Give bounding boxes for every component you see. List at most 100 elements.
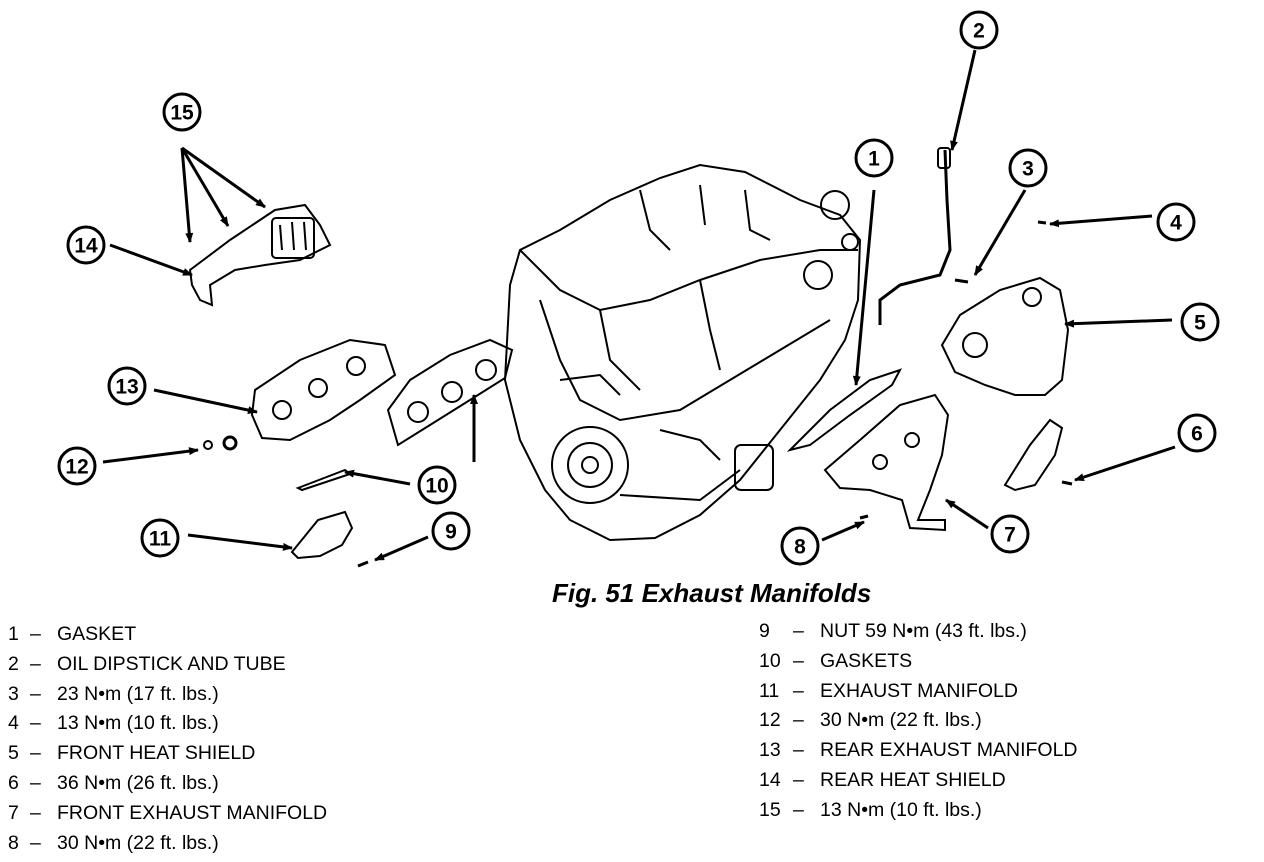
- legend-item-number: 10: [759, 649, 781, 672]
- arrow-1: [852, 189, 876, 386]
- callout-5-label: 5: [1194, 312, 1206, 335]
- rear-heat-shield-drawing: [188, 203, 332, 307]
- callout-2-circle: [959, 10, 999, 50]
- callout-11-label: 11: [149, 528, 172, 551]
- callout-14-label: 14: [74, 235, 98, 258]
- nut-9-drawing: [357, 560, 369, 568]
- callout-1-label: 1: [868, 148, 880, 171]
- legend-item-text: GASKETS: [820, 649, 913, 672]
- callout-3-circle: [1008, 148, 1048, 188]
- front-gasket-drawing: [786, 368, 903, 452]
- legend-item-number: 8: [8, 831, 19, 854]
- exhaust-manifold-drawing: [290, 510, 354, 560]
- bolt-4-drawing: [1037, 220, 1047, 225]
- arrow-10b: [344, 469, 411, 486]
- dipstick-tube-drawing: [878, 149, 952, 325]
- arrow-12: [102, 447, 199, 464]
- rear-exhaust-manifold-drawing: [250, 338, 397, 442]
- callout-circles: [57, 10, 1220, 566]
- legend-item-number: 11: [759, 679, 780, 702]
- arrow-8: [821, 520, 865, 542]
- callout-12-circle: [57, 446, 97, 486]
- callout-7-circle: [990, 514, 1030, 554]
- legend-item-text: REAR EXHAUST MANIFOLD: [820, 739, 1078, 762]
- callout-14-circle: [66, 225, 106, 265]
- arrow-7: [945, 498, 989, 530]
- callout-8-circle: [780, 526, 820, 566]
- legend-item-number: 5: [8, 742, 19, 765]
- legend-item-text: GASKET: [57, 623, 137, 645]
- legend-separator: –: [793, 649, 804, 672]
- legend-item-text: 36 N•m (26 ft. lbs.): [57, 771, 219, 794]
- dipstick-handle-drawing: [937, 147, 951, 169]
- legend-separator: –: [30, 801, 41, 824]
- legend-item-number: 12: [759, 709, 781, 732]
- legend-item-text: 30 N•m (22 ft. lbs.): [820, 709, 982, 732]
- callout-13-circle: [107, 366, 147, 406]
- callout-5-circle: [1180, 302, 1220, 342]
- legend-item-text: EXHAUST MANIFOLD: [820, 679, 1018, 702]
- legend-separator: –: [793, 679, 804, 702]
- legend-item-number: 15: [759, 798, 781, 821]
- arrow-13: [153, 388, 258, 415]
- callout-10-label: 10: [425, 475, 448, 498]
- front-exhaust-manifold-drawing: [823, 393, 950, 532]
- rear-gasket-drawing: [386, 338, 514, 447]
- callout-7-label: 7: [1004, 524, 1016, 547]
- legend-separator: –: [30, 831, 41, 854]
- arrow-2: [950, 49, 977, 151]
- legend-item-11: 11–EXHAUST MANIFOLD: [759, 677, 1078, 707]
- arrow-15c: [181, 146, 266, 209]
- legend-separator: –: [30, 771, 41, 794]
- callout-4-label: 4: [1170, 212, 1182, 235]
- legend-right: 9–NUT 59 N•m (43 ft. lbs.) 10–GASKETS 11…: [759, 617, 1078, 826]
- legend-item-8: 8–30 N•m (22 ft. lbs.): [8, 829, 327, 859]
- legend-separator: –: [793, 768, 804, 791]
- legend-item-text: OIL DIPSTICK AND TUBE: [57, 652, 286, 675]
- callout-6-circle: [1177, 413, 1217, 453]
- legend-item-text: 13 N•m (10 ft. lbs.): [57, 712, 219, 735]
- legend-item-15: 15–13 N•m (10 ft. lbs.): [759, 796, 1078, 826]
- bolt-8-drawing: [859, 514, 869, 520]
- legend-separator: –: [793, 709, 804, 732]
- legend-item-4: 4–13 N•m (10 ft. lbs.): [8, 709, 327, 739]
- arrow-14: [109, 243, 193, 277]
- legend-item-text: NUT 59 N•m (43 ft. lbs.): [820, 620, 1027, 642]
- arrow-6: [1074, 445, 1176, 482]
- legend-separator: –: [30, 742, 41, 765]
- legend-item-13: 13–REAR EXHAUST MANIFOLD: [759, 736, 1078, 766]
- callout-3-label: 3: [1022, 158, 1034, 181]
- legend-separator: –: [793, 620, 804, 642]
- legend-item-number: 9: [759, 620, 770, 642]
- legend-item-text: 13 N•m (10 ft. lbs.): [820, 798, 982, 821]
- small-gasket-drawing: [295, 468, 353, 492]
- callout-15-circle: [162, 92, 202, 132]
- legend-item-number: 6: [8, 771, 19, 794]
- callout-10-circle: [417, 465, 457, 505]
- legend-item-7: 7–FRONT EXHAUST MANIFOLD: [8, 799, 327, 829]
- leader-arrows: [102, 49, 1176, 562]
- legend-separator: –: [30, 623, 41, 645]
- legend-item-number: 1: [8, 623, 19, 645]
- engine-block-drawing: [503, 163, 862, 542]
- figure-caption: Fig. 51 Exhaust Manifolds: [552, 578, 872, 608]
- legend-separator: –: [793, 739, 804, 762]
- legend-item-10: 10–GASKETS: [759, 647, 1078, 677]
- legend-item-text: 30 N•m (22 ft. lbs.): [57, 831, 219, 854]
- legend-item-number: 4: [8, 712, 19, 735]
- legend-separator: –: [30, 652, 41, 675]
- legend-item-5: 5–FRONT HEAT SHIELD: [8, 739, 327, 769]
- callout-9-label: 9: [445, 521, 457, 544]
- bracket-drawing: [1003, 418, 1064, 492]
- legend-item-14: 14–REAR HEAT SHIELD: [759, 766, 1078, 796]
- washer-12-drawing: [203, 440, 213, 450]
- legend-item-6: 6–36 N•m (26 ft. lbs.): [8, 769, 327, 799]
- callout-1-circle: [854, 138, 894, 178]
- arrow-4: [1049, 214, 1153, 228]
- legend-left: 1–GASKET 2–OIL DIPSTICK AND TUBE 3–23 N•…: [8, 620, 327, 858]
- bolt-6-drawing: [1061, 480, 1073, 486]
- legend-item-number: 3: [8, 682, 19, 705]
- arrow-5: [1064, 318, 1173, 328]
- legend-item-text: 23 N•m (17 ft. lbs.): [57, 682, 219, 705]
- bolt-3-drawing: [954, 278, 969, 284]
